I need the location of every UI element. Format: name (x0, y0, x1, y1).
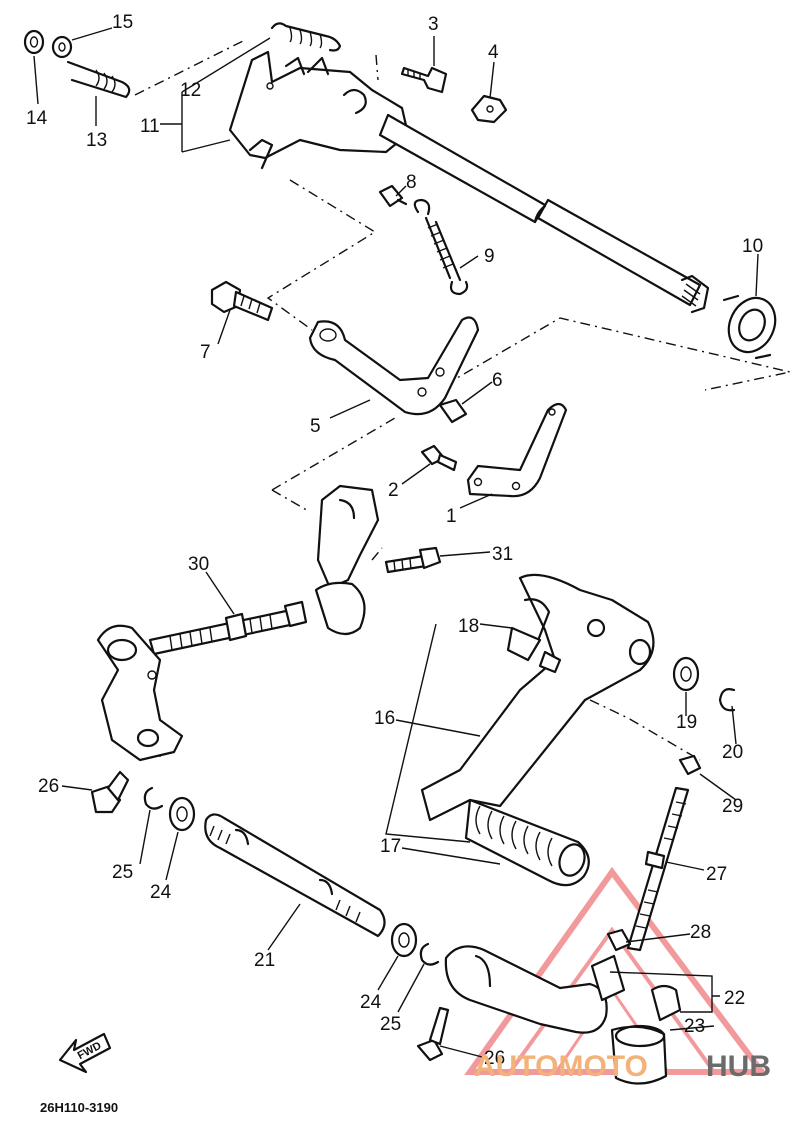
part-washer-24a (168, 796, 196, 832)
callout-15: 15 (112, 12, 133, 33)
callout-1: 1 (446, 506, 457, 527)
callout-6: 6 (492, 370, 503, 391)
callout-14: 14 (26, 108, 48, 129)
part-collar-6 (438, 398, 468, 424)
part-stopper-4 (470, 94, 508, 124)
callout-25a: 25 (112, 862, 133, 883)
part-bolt-31 (384, 546, 442, 574)
callout-8: 8 (406, 172, 417, 193)
watermark-text-orange: AUTOMOTO (474, 1050, 648, 1083)
part-bolt-7 (210, 280, 274, 322)
part-pedal-rubber-17 (464, 798, 590, 887)
callout-25b: 25 (380, 1014, 401, 1035)
part-clevis-23 (610, 984, 682, 1085)
callout-29: 29 (722, 796, 743, 817)
callout-17: 17 (380, 836, 401, 857)
callout-5: 5 (310, 416, 321, 437)
watermark-text-gray: HUB (706, 1050, 771, 1083)
callout-27: 27 (706, 864, 727, 885)
callout-4: 4 (488, 42, 499, 63)
part-brake-pedal-16 (420, 573, 655, 822)
callout-20: 20 (722, 742, 743, 763)
callout-24a: 24 (150, 882, 172, 903)
watermark-text: AUTOMOTO HUB (474, 1050, 771, 1083)
part-shift-rod-30 (96, 484, 380, 762)
part-plate-1 (466, 402, 568, 498)
callout-2: 2 (388, 480, 399, 501)
part-lever-22 (444, 945, 626, 1034)
callout-9: 9 (484, 246, 495, 267)
part-bolt-8 (378, 184, 408, 208)
part-washer-19 (672, 656, 700, 692)
part-spring-13 (66, 60, 131, 99)
drawing-code: 26H110-3190 (40, 1100, 118, 1115)
callout-numbers: 15 14 13 12 11 3 4 8 9 10 7 5 6 2 1 31 3… (26, 12, 763, 1069)
callout-leader-lines (33, 27, 759, 1059)
callout-11: 11 (140, 116, 160, 137)
part-washer-24b (390, 922, 418, 958)
part-washer-15 (51, 35, 73, 59)
assembly-center-lines (134, 39, 791, 761)
callout-16: 16 (374, 708, 395, 729)
part-spring-12 (270, 22, 342, 52)
callout-19: 19 (676, 712, 697, 733)
callout-13: 13 (86, 130, 107, 151)
callout-12: 12 (180, 80, 201, 101)
part-bolt-2 (420, 444, 458, 472)
callout-30: 30 (188, 554, 209, 575)
part-lever-5 (308, 316, 480, 416)
part-bolt-26a (90, 770, 130, 814)
callout-3: 3 (428, 14, 439, 35)
part-circlip-25b (419, 942, 440, 966)
callout-26b: 26 (484, 1048, 505, 1069)
part-spring-9 (413, 198, 469, 296)
part-circlip-25a (143, 786, 164, 810)
part-bolt-3 (400, 66, 448, 94)
callout-23: 23 (684, 1016, 705, 1037)
callout-24b: 24 (360, 992, 382, 1013)
forward-direction-arrow: FWD (58, 1032, 112, 1074)
callout-18: 18 (458, 616, 479, 637)
callout-31: 31 (492, 544, 513, 565)
callout-22: 22 (724, 988, 745, 1009)
part-adjust-rod-27 (626, 786, 690, 952)
callout-26a: 26 (38, 776, 59, 797)
part-shift-shaft-11 (228, 50, 710, 314)
callout-10: 10 (742, 236, 763, 257)
callout-7: 7 (200, 342, 211, 363)
part-nut-28 (606, 928, 632, 952)
part-oil-seal-10 (722, 294, 777, 360)
part-pivot-shaft-21 (204, 813, 386, 938)
part-bolt-26b (416, 1006, 450, 1062)
callout-28: 28 (690, 922, 711, 943)
part-circlip-20 (718, 688, 736, 712)
part-washer-14 (23, 29, 45, 55)
callout-21: 21 (254, 950, 275, 971)
part-nut-29 (678, 754, 702, 776)
